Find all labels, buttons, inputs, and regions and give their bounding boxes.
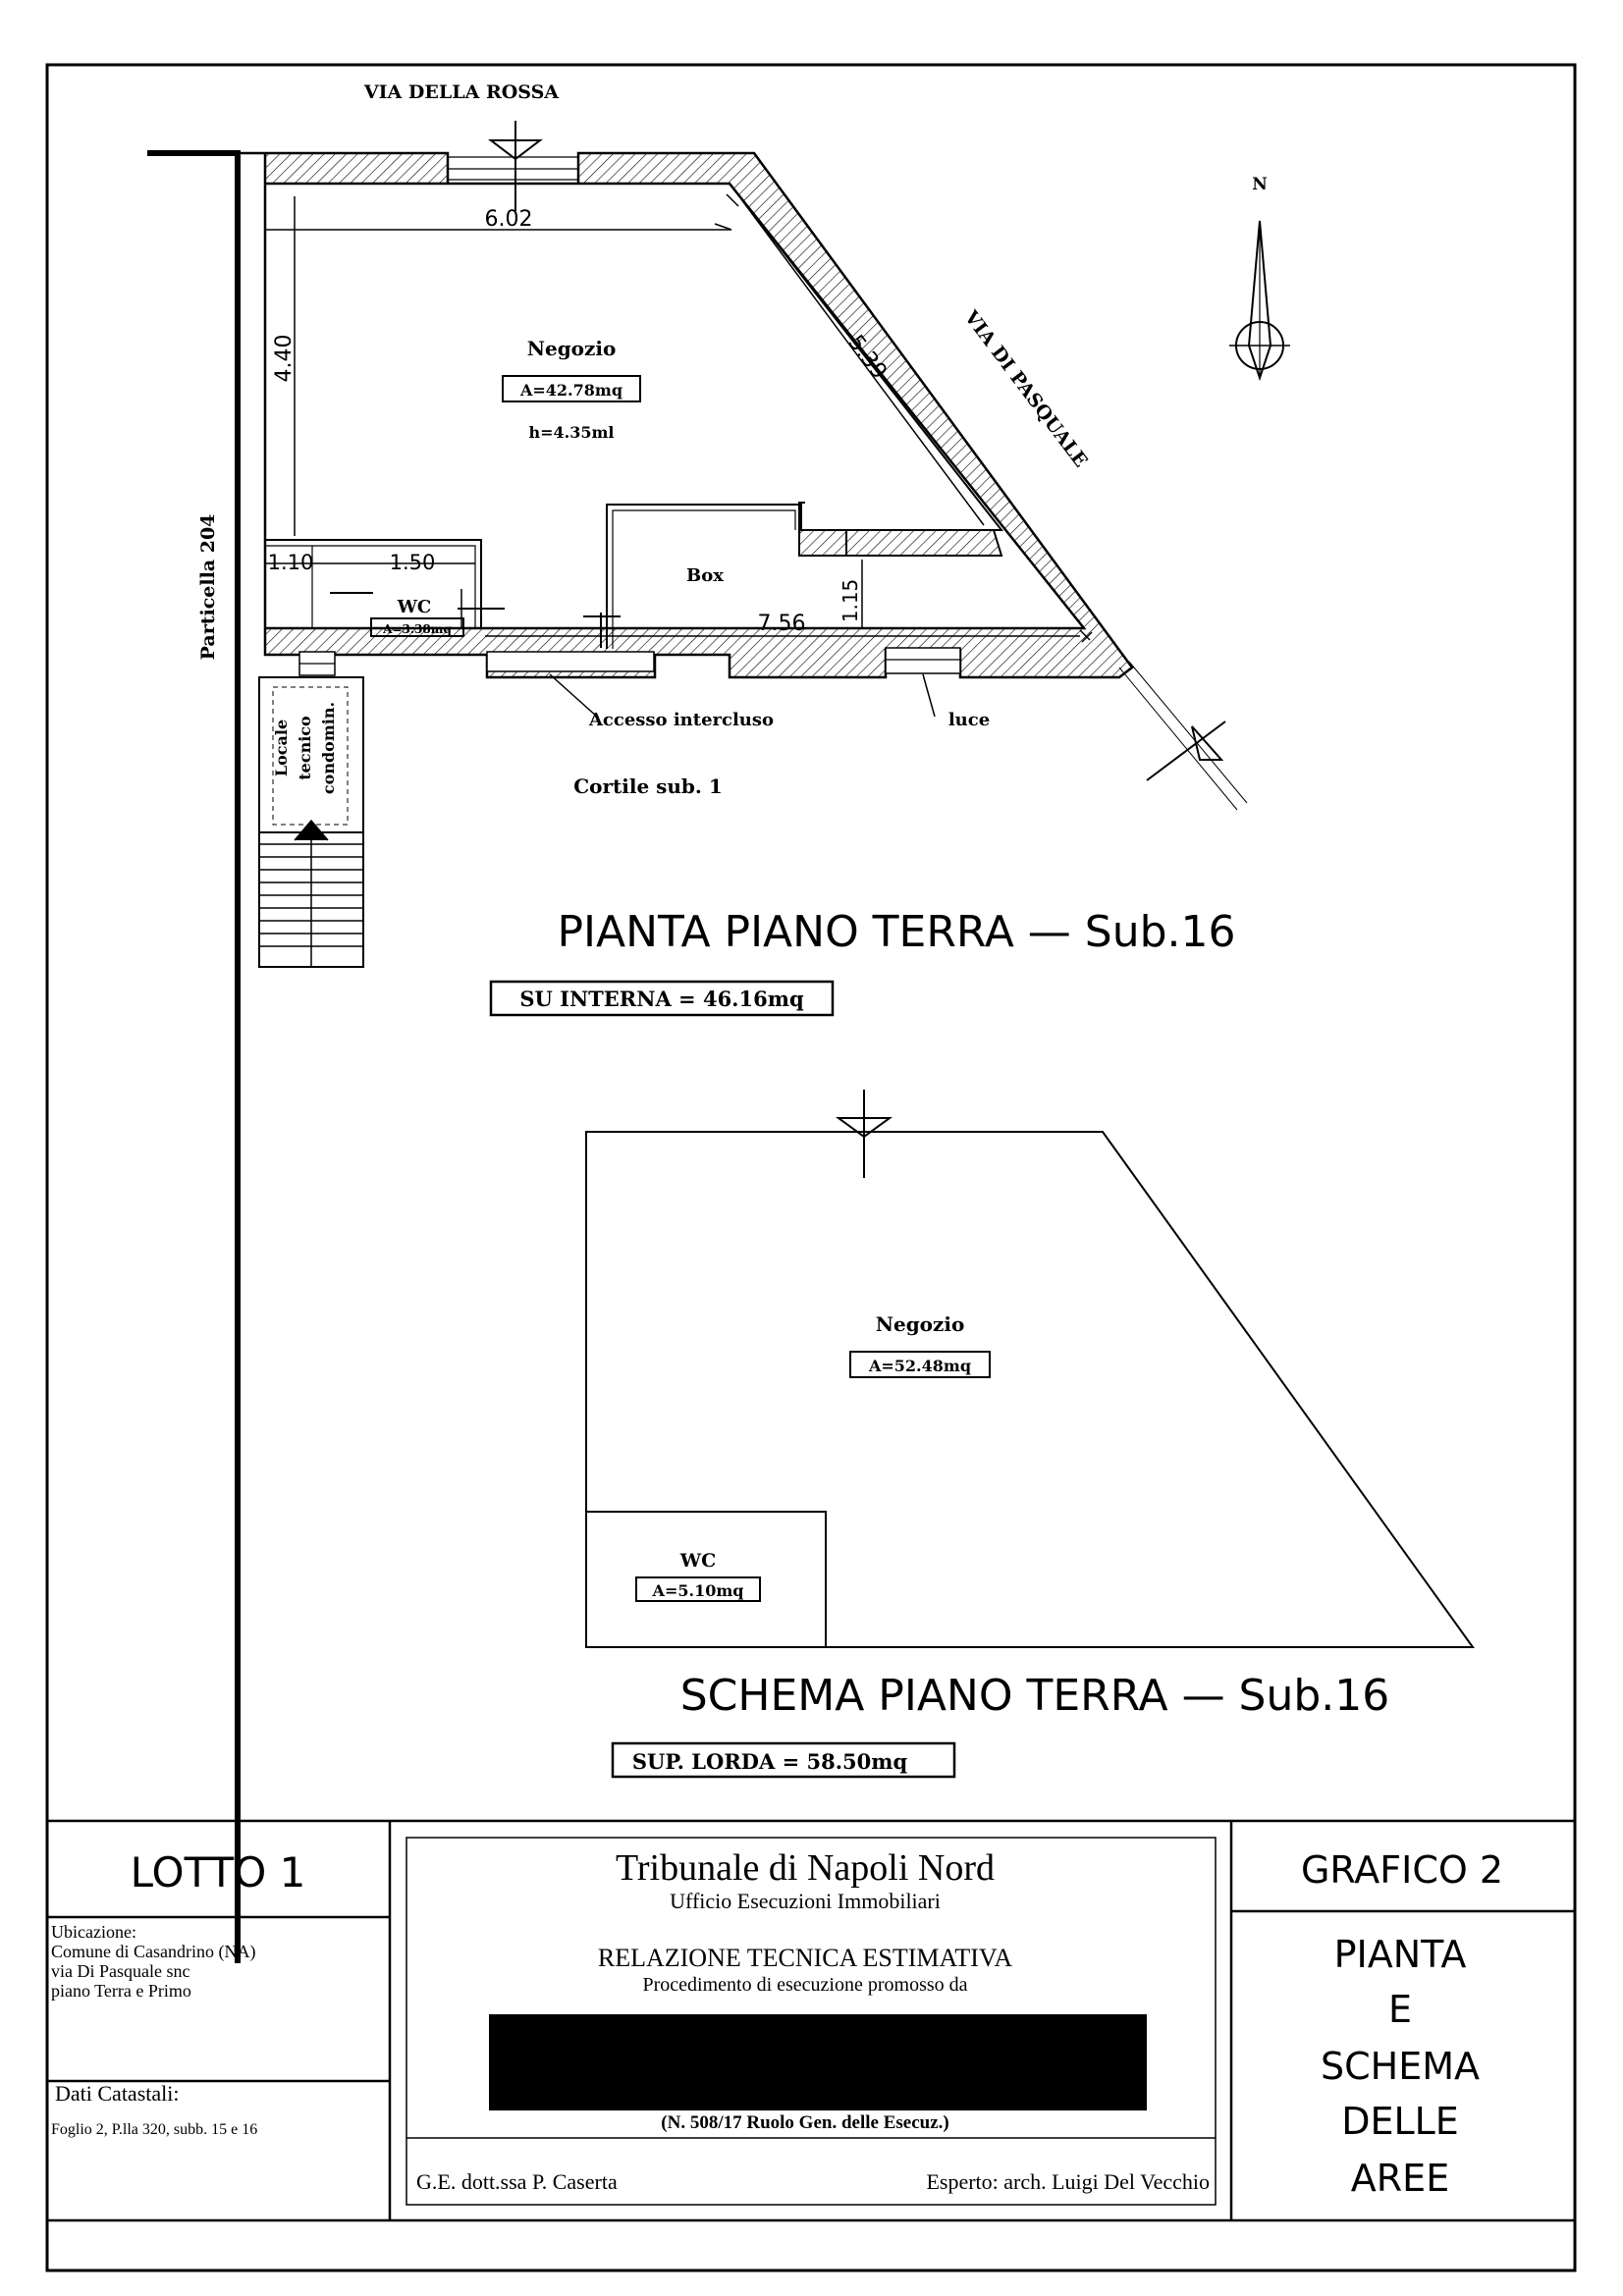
schema-wc-name: WC [679, 1550, 716, 1572]
schema-shop-area: A=52.48mq [868, 1357, 971, 1375]
sup-lorda-box [611, 1741, 956, 1779]
desc-line-1: PIANTA [1334, 1933, 1467, 1976]
tribunal-name: Tribunale di Napoli Nord [616, 1847, 995, 1889]
ubicazione-line-3: piano Terra e Primo [51, 1981, 191, 2001]
adjacent-wall [147, 150, 241, 1963]
catastali-value: Foglio 2, P.lla 320, subb. 15 e 16 [51, 2121, 257, 2138]
sheet-frame [45, 63, 1577, 2272]
plan-title: PIANTA PIANO TERRA — Sub.16 [557, 907, 1235, 957]
title-block [47, 1819, 1575, 2222]
ubicazione-line-2: via Di Pasquale snc [51, 1961, 189, 1981]
north-label: N [1252, 175, 1268, 194]
desc-line-3: SCHEMA [1321, 2045, 1480, 2088]
expert-name: Esperto: arch. Luigi Del Vecchio [926, 2169, 1210, 2194]
lotto-label: LOTTO 1 [131, 1848, 306, 1896]
street-top-label: VIA DELLA ROSSA [363, 81, 559, 103]
wc-name: WC [397, 597, 432, 617]
desc-line-2: E [1388, 1988, 1412, 2031]
schema-shop-name: Negozio [876, 1312, 965, 1336]
shop-name: Negozio [527, 337, 617, 360]
dim-wc-a: 1.10 [268, 551, 314, 574]
catastali-label: Dati Catastali: [55, 2081, 179, 2106]
box-wall [845, 529, 1003, 557]
sup-lorda: SUP. LORDA = 58.50mq [632, 1749, 908, 1774]
dim-bottom: 7.56 [758, 612, 806, 636]
street-diag-label: VIA DI PASQUALE [959, 306, 1092, 472]
case-number: (N. 508/17 Ruolo Gen. delle Esecuz.) [661, 2112, 948, 2133]
ubicazione-label: Ubicazione: [51, 1922, 136, 1942]
parcel-label: Particella 204 [197, 514, 219, 661]
dim-box-h: 1.15 [839, 579, 862, 623]
desc-line-4: DELLE [1341, 2100, 1459, 2143]
locale-label-2: tecnico [296, 716, 314, 780]
outer-walls [238, 151, 1134, 679]
su-interna-box [489, 980, 835, 1017]
shop-height: h=4.35ml [528, 423, 614, 442]
office-name: Ufficio Esecuzioni Immobiliari [670, 1889, 941, 1913]
dim-left: 4.40 [272, 335, 297, 383]
schema-wc-area: A=5.10mq [652, 1581, 744, 1600]
floor-plan [147, 121, 1290, 1963]
dim-wc-b: 1.50 [390, 551, 436, 574]
procedure-line: Procedimento di esecuzione promosso da [642, 1974, 967, 1996]
box-name: Box [686, 565, 724, 586]
judge-name: G.E. dott.ssa P. Caserta [416, 2169, 618, 2194]
report-title: RELAZIONE TECNICA ESTIMATIVA [598, 1944, 1012, 1972]
stairs [259, 819, 363, 967]
wc-area: A=3.38mq [382, 622, 452, 636]
courtyard-label: Cortile sub. 1 [573, 774, 723, 798]
access-label: Accesso intercluso [588, 710, 774, 730]
su-interna: SU INTERNA = 46.16mq [519, 987, 804, 1011]
desc-line-5: AREE [1351, 2157, 1449, 2200]
dim-top: 6.02 [485, 207, 533, 232]
schema-diagram [585, 1090, 1475, 1648]
dimension-lines [265, 193, 1093, 643]
shop-area: A=42.78mq [519, 381, 622, 400]
locale-label-3: condomin. [319, 702, 338, 794]
locale-label-1: Locale [272, 720, 291, 776]
light-label: luce [948, 710, 990, 730]
north-arrow-icon [1229, 220, 1290, 382]
redacted-block [489, 2014, 1147, 2110]
ubicazione-line-1: Comune di Casandrino (NA) [51, 1942, 255, 1962]
schema-title: SCHEMA PIANO TERRA — Sub.16 [680, 1671, 1390, 1721]
grafico-label: GRAFICO 2 [1301, 1848, 1503, 1892]
